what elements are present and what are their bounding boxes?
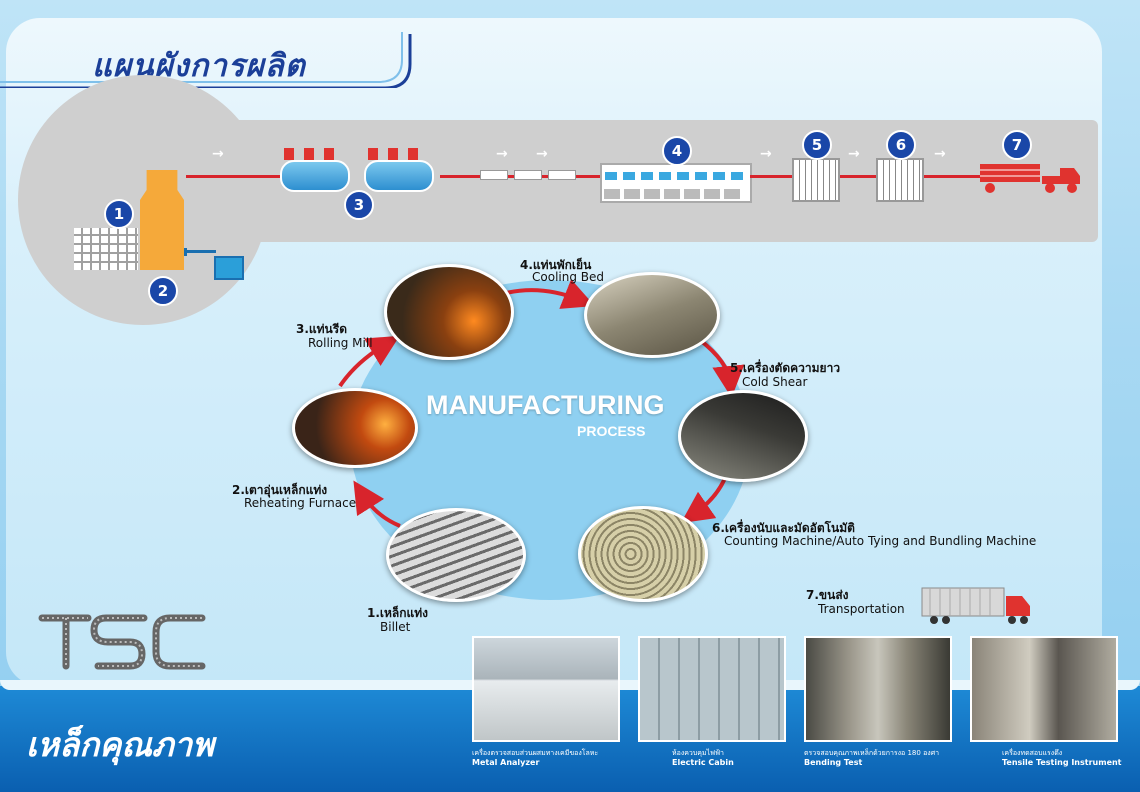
arrow-icon: → [760, 146, 772, 162]
bundling-icon [876, 158, 924, 202]
mill-rolls-icon [368, 148, 428, 160]
cold-shear-photo [678, 390, 808, 482]
step-badge-3: 3 [344, 190, 374, 220]
pipe-line [184, 250, 216, 253]
cooling-bed-photo [584, 272, 720, 358]
tensile-test-photo [970, 636, 1118, 742]
step-5-th: 5.เครื่องตัดความยาว [730, 361, 841, 375]
arrow-icon: → [536, 146, 548, 162]
step-7-en: Transportation [818, 602, 905, 616]
step-1-th: 1.เหล็กแท่ง [367, 606, 429, 620]
step-7-th: 7.ขนส่ง [806, 588, 849, 602]
step-badge-7: 7 [1002, 130, 1032, 160]
step-2-en: Reheating Furnace [244, 496, 357, 510]
step-3-en: Rolling Mill [308, 336, 373, 350]
center-subtitle: PROCESS [577, 423, 646, 439]
billet-photo [386, 508, 526, 602]
truck-icon [980, 164, 1080, 193]
arrow-icon: → [848, 146, 860, 162]
step-6-en: Counting Machine/Auto Tying and Bundling… [724, 534, 1037, 548]
arrow-icon: → [212, 146, 224, 162]
bending-test-photo [804, 636, 952, 742]
tank-icon [214, 256, 244, 280]
reheating-furnace-photo [292, 388, 418, 468]
step-2-th: 2.เตาอุ่นเหล็กแท่ง [232, 483, 328, 497]
step-badge-5: 5 [802, 130, 832, 160]
flow-line [186, 175, 280, 178]
bar-icon [480, 170, 508, 180]
step-4-th: 4.แท่นพักเย็น [520, 258, 592, 272]
cycle-arrows [338, 279, 745, 528]
bar-icon [548, 170, 576, 180]
step-badge-2: 2 [148, 276, 178, 306]
step-6-th: 6.เครื่องนับและมัดอัตโนมัติ [712, 521, 855, 535]
arrow-icon: → [496, 146, 508, 162]
cold-shear-icon [792, 158, 840, 202]
step-badge-1: 1 [104, 199, 134, 229]
step-3-th: 3.แท่นรีด [296, 322, 347, 336]
tsc-logo [38, 614, 206, 670]
billet-stack-icon [74, 228, 138, 270]
step-1-en: Billet [380, 620, 411, 634]
bundling-photo [578, 506, 708, 602]
step-badge-4: 4 [662, 136, 692, 166]
electric-cabin-photo [638, 636, 786, 742]
container-truck-icon [921, 587, 1030, 624]
mill-icon [280, 160, 350, 192]
step-badge-6: 6 [886, 130, 916, 160]
bar-icon [514, 170, 542, 180]
title-swoosh [0, 32, 412, 88]
cooling-bed-icon [600, 163, 752, 203]
mill-rolls-icon [284, 148, 344, 160]
metal-analyzer-photo [472, 636, 620, 742]
quality-title: เหล็กคุณภาพ [26, 725, 214, 764]
flow-band-bg [66, 120, 1098, 242]
step-5-en: Cold Shear [742, 375, 808, 389]
mill-icon [364, 160, 434, 192]
step-4-en: Cooling Bed [532, 270, 604, 284]
arrow-icon: → [934, 146, 946, 162]
center-title: MANUFACTURING [426, 390, 665, 420]
furnace-icon [140, 170, 184, 270]
rolling-mill-photo [384, 264, 514, 360]
flow-line [750, 175, 980, 178]
